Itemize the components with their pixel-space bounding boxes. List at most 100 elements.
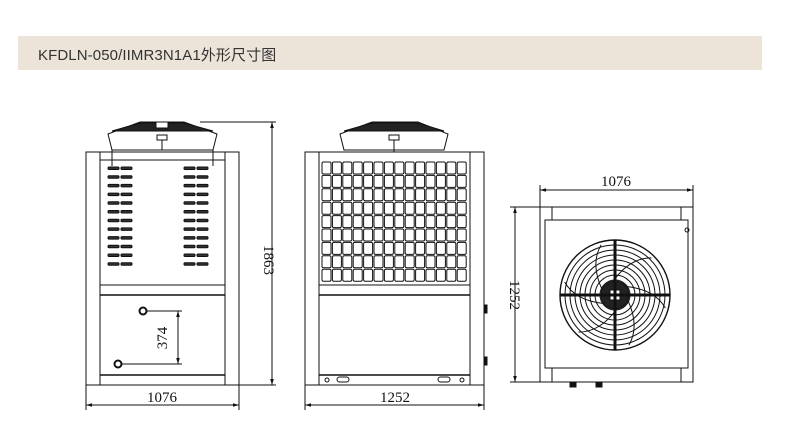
louver-slot [120, 166, 133, 170]
grille-cell [373, 268, 384, 282]
grille-cell [425, 215, 436, 229]
grille-cell [383, 174, 394, 188]
grille-cell [321, 201, 332, 215]
condenser-grille [321, 161, 467, 282]
grille-cell [342, 161, 353, 175]
louver-slot [196, 183, 209, 188]
grille-cell [404, 201, 415, 215]
grille-cell [394, 268, 405, 282]
grille-cell [373, 215, 384, 229]
grille-cell [363, 241, 374, 255]
grille-cell [331, 201, 342, 215]
front-height-label: 1863 [260, 245, 276, 275]
grille-cell [404, 215, 415, 229]
grille-cell [321, 241, 332, 255]
grille-cell [373, 241, 384, 255]
grille-cell [435, 255, 446, 269]
grille-cell [446, 174, 457, 188]
louver-slot [196, 218, 209, 223]
grille-cell [342, 188, 353, 202]
louver-slot [183, 166, 196, 170]
louver-slot [183, 236, 196, 240]
grille-cell [415, 215, 426, 229]
grille-cell [373, 188, 384, 202]
louver-slot [183, 227, 196, 231]
grille-cell [331, 215, 342, 229]
grille-cell [342, 268, 353, 282]
water-outlet-icon [113, 359, 123, 369]
louver-slot [107, 253, 120, 257]
grille-cell [383, 188, 394, 202]
louver-slot [196, 244, 209, 249]
grille-cell [446, 201, 457, 215]
grille-cell [363, 215, 374, 229]
side-view [304, 121, 488, 410]
grille-cell [394, 188, 405, 202]
grille-cell [425, 188, 436, 202]
louver-slot [120, 253, 133, 257]
grille-cell [394, 255, 405, 269]
louver-slot [196, 262, 209, 266]
louver-slot [183, 201, 196, 205]
grille-cell [383, 268, 394, 282]
grille-cell [446, 188, 457, 202]
grille-cell [415, 228, 426, 242]
grille-cell [394, 174, 405, 188]
louver-slot [107, 175, 120, 179]
grille-cell [321, 268, 332, 282]
grille-cell [446, 215, 457, 229]
grille-cell [331, 241, 342, 255]
grille-cell [352, 268, 363, 282]
grille-cell [425, 255, 436, 269]
grille-cell [446, 268, 457, 282]
grille-cell [352, 215, 363, 229]
louver-slot [120, 183, 133, 188]
grille-cell [321, 215, 332, 229]
grille-cell [404, 268, 415, 282]
grille-cell [383, 255, 394, 269]
top-width-label: 1076 [601, 174, 632, 190]
grille-cell [342, 215, 353, 229]
grille-cell [394, 161, 405, 175]
grille-cell [373, 161, 384, 175]
grille-cell [425, 201, 436, 215]
grille-cell [415, 188, 426, 202]
grille-cell [456, 201, 467, 215]
grille-cell [383, 161, 394, 175]
connector-icon [483, 356, 488, 366]
grille-cell [363, 161, 374, 175]
grille-cell [404, 161, 415, 175]
grille-cell [331, 174, 342, 188]
louver-slot [120, 201, 133, 205]
louver-slot [196, 201, 209, 205]
grille-cell [383, 241, 394, 255]
grille-cell [321, 174, 332, 188]
grille-cell [425, 268, 436, 282]
top-view [510, 185, 694, 388]
louver-slot [183, 210, 196, 214]
louver-slot [183, 192, 196, 197]
grille-cell [446, 161, 457, 175]
grille-cell [404, 174, 415, 188]
grille-cell [425, 241, 436, 255]
grille-cell [435, 228, 446, 242]
grille-cell [352, 241, 363, 255]
grille-cell [331, 161, 342, 175]
grille-cell [404, 241, 415, 255]
side-width-label: 1252 [380, 390, 410, 406]
grille-cell [352, 255, 363, 269]
grille-cell [415, 174, 426, 188]
louver-slot [183, 262, 196, 266]
louver-slot [196, 175, 209, 179]
louver-slot [183, 175, 196, 179]
louver-vents [107, 166, 209, 266]
fan-blade [627, 300, 635, 346]
grille-cell [373, 201, 384, 215]
grille-cell [425, 174, 436, 188]
grille-cell [435, 215, 446, 229]
grille-cell [404, 228, 415, 242]
louver-slot [107, 192, 120, 197]
grille-cell [352, 161, 363, 175]
grille-cell [394, 201, 405, 215]
